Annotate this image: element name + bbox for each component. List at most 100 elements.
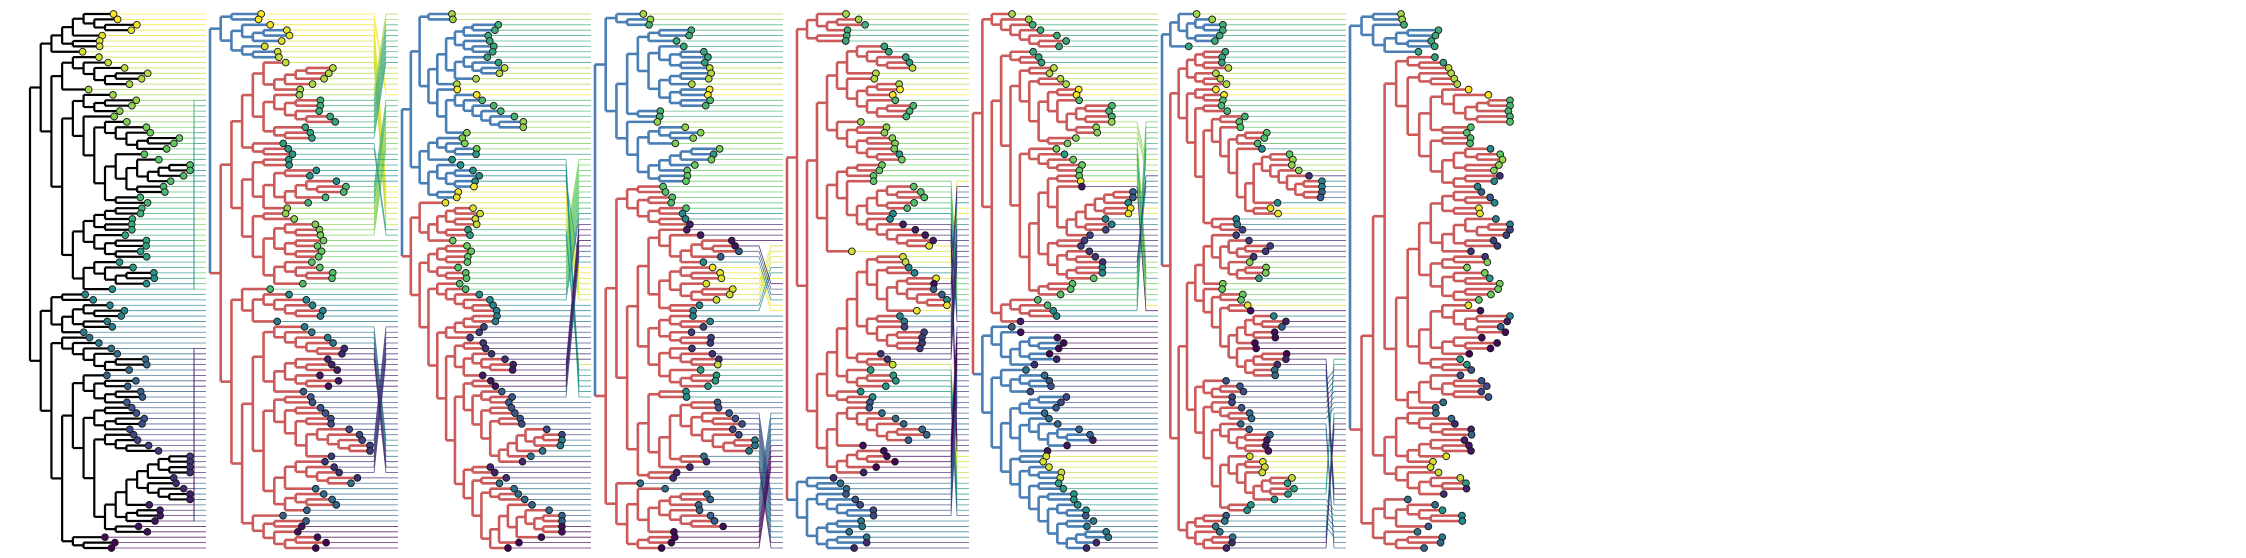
tip-marker <box>454 263 463 272</box>
tip-link <box>486 234 591 376</box>
tip-marker <box>326 112 334 121</box>
tip-marker <box>896 85 904 94</box>
tip-marker <box>266 285 275 293</box>
tip-marker <box>1462 484 1471 493</box>
tip-marker <box>146 128 155 137</box>
tip-marker <box>491 382 500 391</box>
tip-marker <box>122 398 131 407</box>
tip-marker <box>1271 371 1280 380</box>
tip-marker <box>125 80 134 88</box>
tip-marker <box>1413 527 1422 536</box>
tip-marker <box>1089 517 1098 525</box>
tip-marker <box>1316 193 1325 202</box>
tip-marker <box>883 452 891 461</box>
tip-marker <box>288 150 297 159</box>
tip-marker <box>1467 366 1476 374</box>
tip-marker <box>706 511 715 520</box>
tip-marker <box>132 20 141 29</box>
tip-marker <box>1284 490 1292 498</box>
tip-link <box>304 13 398 90</box>
tip-marker <box>504 544 512 552</box>
tip-marker <box>136 193 145 202</box>
tip-marker <box>134 522 143 531</box>
tip-marker <box>527 452 535 461</box>
tip-marker <box>1270 495 1279 504</box>
tip-marker <box>308 80 317 88</box>
tip-marker <box>1438 506 1447 515</box>
tip-link <box>929 234 969 446</box>
tip-marker <box>463 242 471 250</box>
tip-marker <box>725 290 734 299</box>
tip-marker <box>1239 387 1248 396</box>
tip-marker <box>1070 495 1078 504</box>
tip-marker <box>1077 182 1086 191</box>
tip-marker <box>109 10 118 18</box>
tip-link <box>1106 175 1158 263</box>
tip-marker <box>285 31 294 40</box>
tip-marker <box>127 403 136 412</box>
tip-marker <box>725 409 733 418</box>
tip-marker <box>1462 128 1471 137</box>
tip-link <box>193 364 206 500</box>
tip-marker <box>1045 414 1053 423</box>
tip-marker <box>715 144 724 153</box>
tip-link <box>349 99 398 188</box>
tip-marker <box>1290 484 1298 493</box>
tip-marker <box>488 47 497 56</box>
tip-marker <box>1492 215 1500 223</box>
tip-marker <box>727 236 736 245</box>
tip-marker <box>143 69 152 78</box>
tip-marker <box>1082 544 1091 552</box>
tip-marker <box>311 544 320 552</box>
tip-marker <box>707 155 716 164</box>
tip-marker <box>142 360 151 369</box>
tip-link <box>736 428 783 511</box>
tip-link <box>193 358 206 495</box>
tip-marker <box>859 441 867 450</box>
tip-marker <box>1467 123 1475 132</box>
tip-marker <box>494 20 503 29</box>
tip-link <box>469 207 591 290</box>
tip-marker <box>538 447 547 455</box>
tip-marker <box>1271 333 1280 342</box>
tip-marker <box>281 209 290 218</box>
tip-marker <box>671 533 679 542</box>
tip-marker <box>1218 285 1226 293</box>
tip-marker <box>661 188 670 196</box>
tip-marker <box>1045 463 1053 471</box>
tip-marker <box>1050 64 1058 72</box>
tip-marker <box>929 285 938 293</box>
tip-marker <box>520 495 529 504</box>
tip-marker <box>186 495 194 504</box>
tip-marker <box>735 247 743 256</box>
tip-marker <box>1477 376 1486 385</box>
tip-marker <box>1282 355 1290 364</box>
tip-link <box>707 455 783 538</box>
tip-marker <box>1211 37 1219 45</box>
tip-marker <box>514 490 523 498</box>
tip-marker <box>335 468 343 477</box>
tip-marker <box>103 317 112 326</box>
tip-marker <box>899 420 908 428</box>
tip-marker <box>681 123 690 132</box>
tip-marker <box>486 463 495 471</box>
tip-marker <box>151 517 159 525</box>
tip-marker <box>691 161 699 169</box>
tip-marker <box>1215 527 1224 536</box>
tip-marker <box>81 290 90 299</box>
tip-marker <box>1236 123 1245 132</box>
tip-marker <box>472 74 480 83</box>
tip-marker <box>910 269 919 277</box>
tree-panel-6 <box>1160 12 1322 550</box>
tip-marker <box>667 198 676 207</box>
tip-marker <box>1483 258 1492 266</box>
tip-marker <box>1245 258 1254 266</box>
tip-marker <box>1036 26 1045 35</box>
tree-panel-7 <box>1348 12 1510 550</box>
tip-marker <box>1223 107 1232 115</box>
tip-marker <box>108 322 117 331</box>
tip-marker <box>277 37 286 45</box>
tip-marker <box>140 150 149 159</box>
tip-link <box>891 261 969 360</box>
tip-link <box>1255 407 1346 419</box>
